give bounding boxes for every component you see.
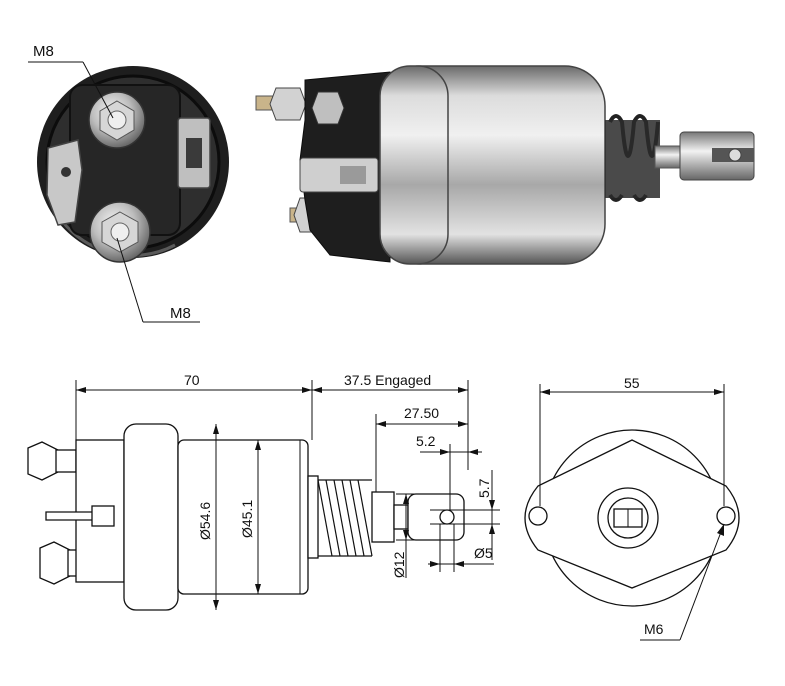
side-upper-nut — [311, 91, 345, 125]
side-spring-body — [605, 120, 660, 198]
drawing-upper-stud — [55, 449, 77, 473]
dim-outer-diameter-arrow-top — [213, 424, 219, 434]
dim-70-label: 70 — [184, 372, 200, 388]
dim-body-diameter-label: Ø45.1 — [239, 500, 255, 538]
dim-70-arrow-right — [302, 387, 312, 393]
mount-hole-right — [716, 506, 736, 526]
bottom-callout-label: M8 — [170, 305, 191, 322]
drawing-clevis — [407, 493, 465, 541]
dim-slot-arrow-bottom — [489, 524, 495, 534]
drawing-spade-housing — [91, 505, 115, 527]
drawing-outer-flange — [123, 423, 179, 611]
drawing-spring-seat — [307, 475, 319, 559]
dim-pin-label: Ø5 — [474, 545, 493, 561]
drawing-upper-nut — [27, 441, 59, 481]
dim-rod-diameter-arrow-bottom — [403, 530, 409, 540]
side-can-rim — [379, 65, 449, 265]
dim-offset-arrow-left — [440, 449, 450, 455]
dim-pin-arrow-left — [430, 561, 440, 567]
top-callout-label: M8 — [33, 43, 54, 60]
drawing-plunger-end — [371, 491, 395, 543]
dim-engaged-arrow-right — [458, 387, 468, 393]
mount-hole-left — [528, 506, 548, 526]
dim-slot-label: 5.7 — [476, 478, 492, 498]
dim-flange-label: 55 — [624, 375, 640, 391]
dimension-drawing-front: 55 M6 — [524, 375, 740, 641]
drawing-spring — [317, 479, 373, 557]
dim-70-arrow-left — [76, 387, 86, 393]
front-view-photo: M8 M8 — [28, 43, 229, 323]
bottom-callout-pointer — [116, 237, 144, 323]
bracket-hole — [61, 167, 71, 177]
dim-outer-diameter-arrow-bottom — [213, 600, 219, 610]
dim-offset-arrow-right — [468, 449, 478, 455]
mount-thread-arrow — [717, 524, 724, 536]
bottom-bolt-stud — [110, 222, 130, 242]
dim-rod-diameter-label: Ø12 — [391, 551, 407, 578]
dim-rod-diameter-arrow-top — [403, 494, 409, 504]
mount-thread-label: M6 — [644, 621, 664, 637]
dim-body-diameter-arrow-top — [255, 440, 261, 450]
mount-thread-pointer — [679, 523, 725, 641]
dim-stroke-arrow-right — [458, 421, 468, 427]
spade-slot — [186, 138, 202, 168]
dim-flange-arrow-left — [540, 389, 550, 395]
dim-stroke-label: 27.50 — [404, 405, 439, 421]
drawing-clevis-pin — [439, 509, 455, 525]
side-spade-slot — [340, 166, 366, 184]
left-terminal-bracket — [46, 139, 83, 226]
dim-engaged-arrow-left — [312, 387, 322, 393]
side-view-photo — [255, 65, 755, 265]
dim-flange-arrow-right — [714, 389, 724, 395]
top-bolt-stud — [107, 110, 127, 130]
dim-pin-arrow-right — [454, 561, 464, 567]
drawing-lower-nut — [39, 541, 71, 585]
dim-engaged-label: 37.5 Engaged — [344, 372, 431, 388]
side-spade-terminal — [299, 157, 379, 193]
upper-stud-nut — [269, 87, 307, 121]
dim-offset-label: 5.2 — [416, 433, 436, 449]
dim-outer-diameter-label: Ø54.6 — [197, 502, 213, 540]
side-clevis-pin — [728, 148, 742, 162]
dim-body-diameter-arrow-bottom — [255, 584, 261, 594]
dim-slot-arrow-top — [489, 500, 495, 510]
dim-stroke-arrow-left — [376, 421, 386, 427]
dimension-drawing-side: 70 37.5 Engaged 27.50 5.2 5.7 Ø54.6 — [27, 372, 500, 611]
drawing-spade-terminal — [45, 511, 95, 521]
top-callout-pointer — [82, 61, 114, 119]
